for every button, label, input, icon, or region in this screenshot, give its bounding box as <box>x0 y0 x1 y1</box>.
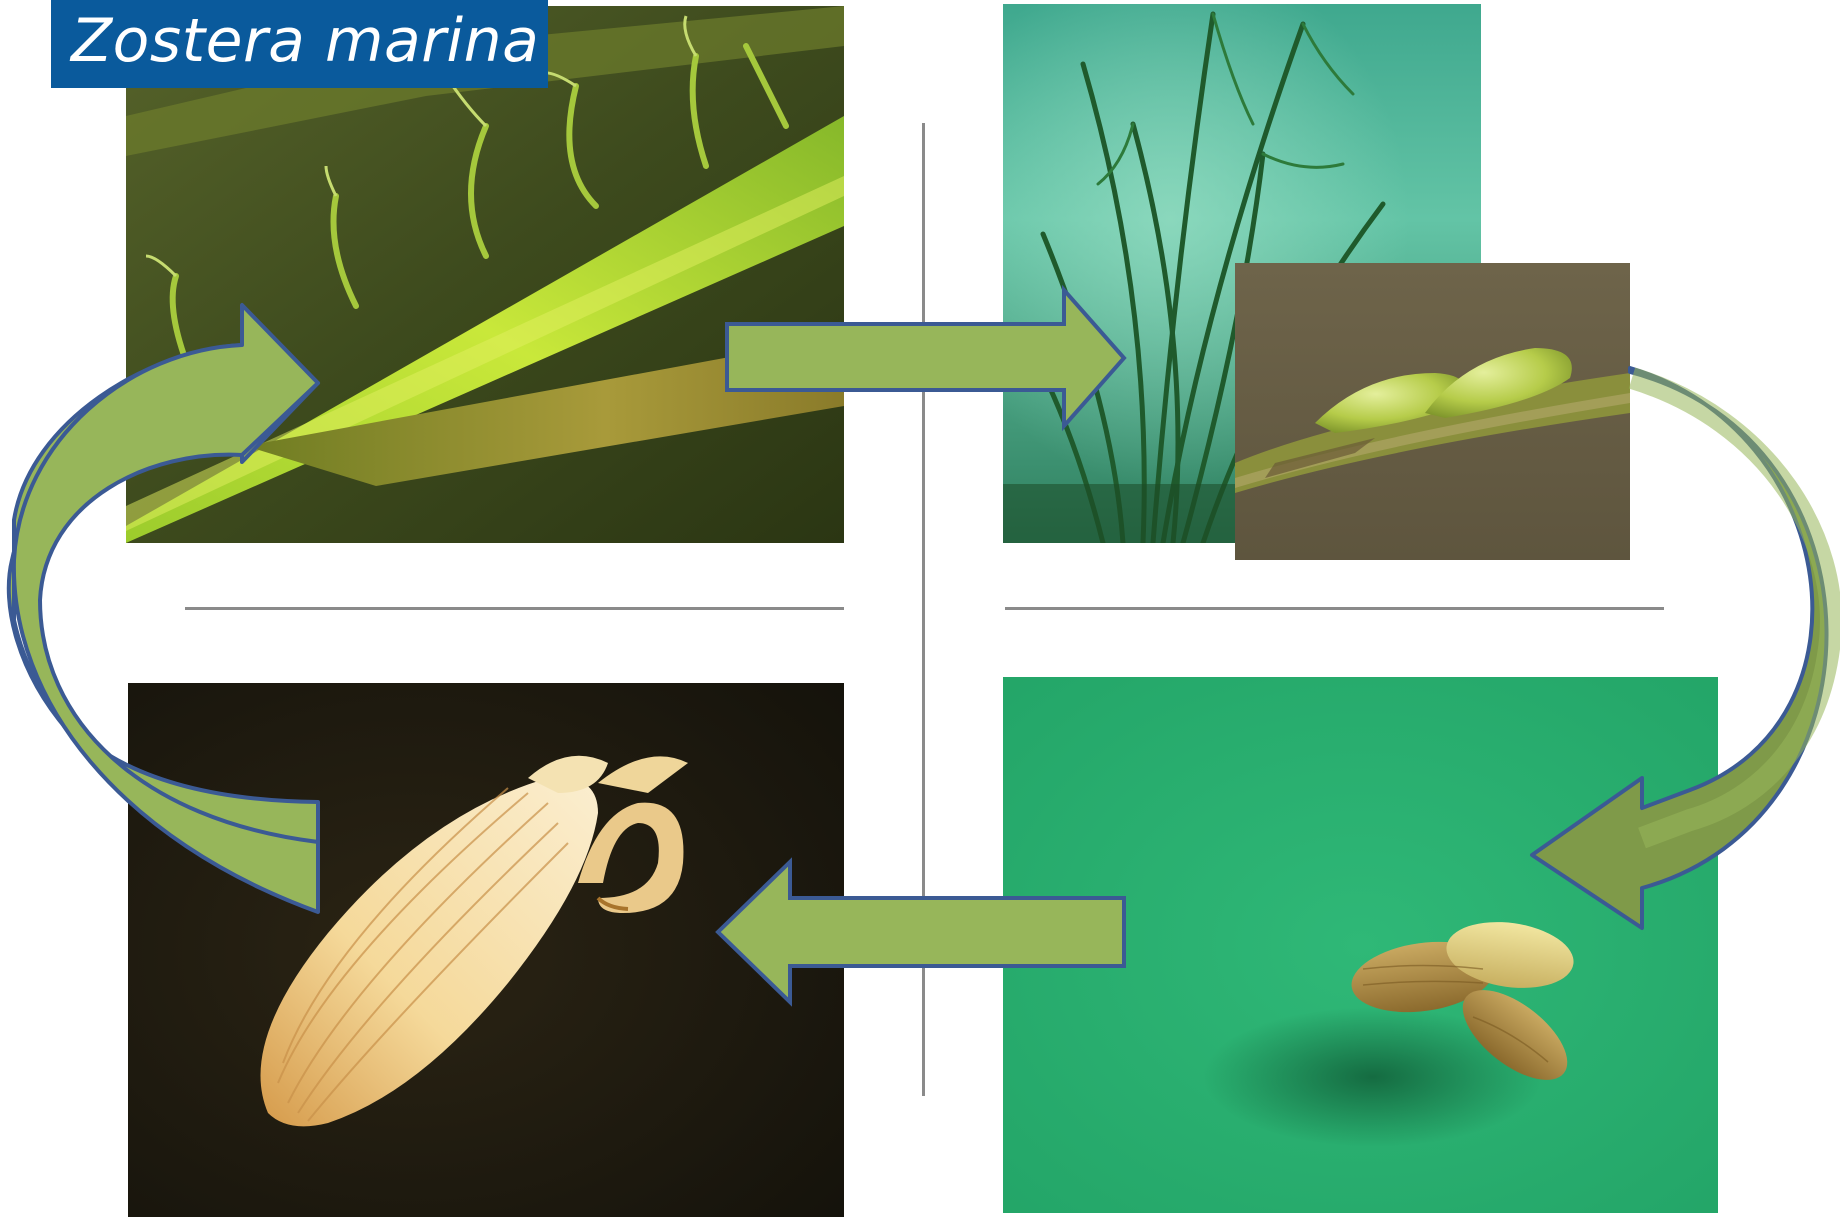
right-horizontal-divider <box>1005 607 1664 610</box>
diagram-title: Zostera marina <box>71 2 539 80</box>
vertical-divider <box>922 123 925 1096</box>
loose-seeds-icon <box>1003 677 1718 1213</box>
left-horizontal-divider <box>185 607 844 610</box>
loose-seeds-photo <box>1003 677 1718 1213</box>
germinating-seedling-photo <box>128 683 844 1217</box>
germinating-seedling-icon <box>128 683 844 1217</box>
title-box: Zostera marina <box>51 0 548 88</box>
seed-on-leaf-photo <box>1235 263 1630 560</box>
seed-on-leaf-icon <box>1235 263 1630 560</box>
